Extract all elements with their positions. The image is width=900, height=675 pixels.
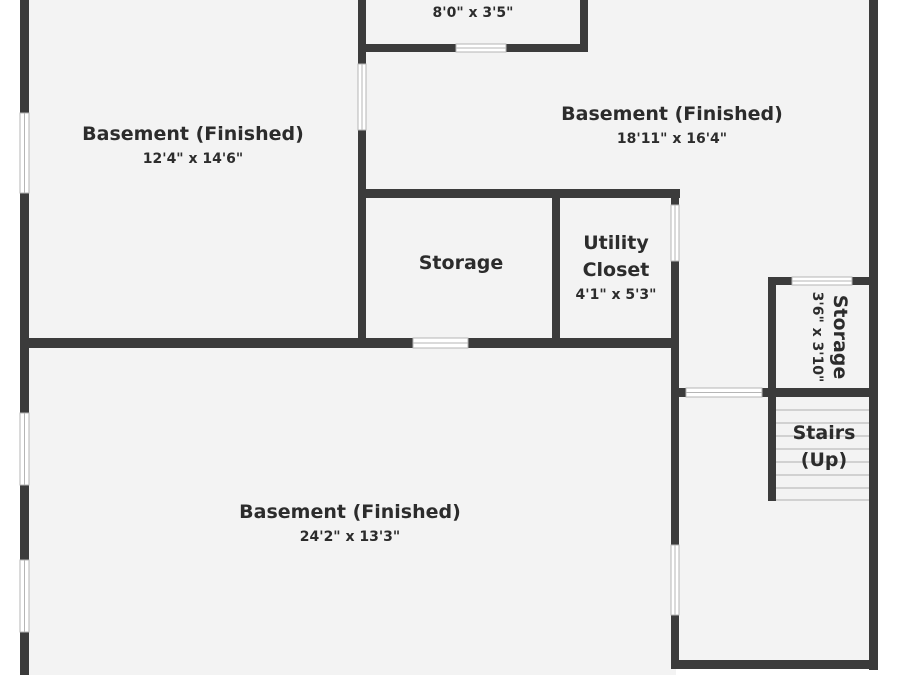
room-name-storage: Storage: [419, 252, 504, 274]
wall-utility-east: [671, 189, 679, 665]
wall-small-room-right: [580, 0, 588, 52]
window: [455, 43, 507, 53]
door-opening: [357, 63, 367, 131]
door-opening: [670, 544, 680, 616]
room-name-utility-line2: Closet: [583, 259, 650, 281]
wall-south-east: [671, 660, 878, 669]
windows: [19, 43, 853, 633]
wall-east: [869, 0, 878, 670]
wall-core-top: [358, 189, 680, 198]
floor-west-room: [24, 0, 363, 343]
room-name-south: Basement (Finished): [239, 501, 461, 523]
floor-north-room: [363, 0, 876, 193]
floor-utility-closet: [556, 193, 676, 343]
door-opening: [670, 204, 680, 262]
room-name-east-storage: Storage: [829, 295, 851, 380]
wall-small-room-left: [358, 0, 366, 50]
room-name-north: Basement (Finished): [561, 103, 783, 125]
room-dims-south: 24'2" x 13'3": [300, 529, 400, 545]
wall-east-storage-bottom: [676, 388, 878, 397]
door-opening: [685, 387, 763, 398]
window: [19, 412, 30, 486]
stairs-treads: [776, 397, 869, 501]
window: [19, 112, 30, 194]
room-dims-west: 12'4" x 14'6": [143, 151, 243, 167]
east-storage-label: Storage 3'6" x 3'10": [809, 292, 851, 383]
wall-middle-horizontal: [20, 338, 679, 348]
wall-storage-utility: [552, 189, 560, 347]
room-name-stairs-line2: (Up): [801, 449, 847, 471]
floor-south-room: [24, 343, 676, 675]
room-dims-north: 18'11" x 16'4": [617, 131, 727, 147]
door-opening: [412, 337, 469, 349]
window: [19, 559, 30, 633]
room-dims-small-top: 8'0" x 3'5": [433, 5, 514, 21]
room-name-utility-line1: Utility: [583, 232, 649, 254]
room-dims-utility: 4'1" x 5'3": [576, 287, 657, 303]
room-dims-east-storage: 3'6" x 3'10": [809, 292, 825, 383]
floor-storage: [363, 193, 556, 343]
room-name-stairs-line1: Stairs: [793, 422, 856, 444]
room-name-west: Basement (Finished): [82, 123, 304, 145]
room-labels: Basement (Finished) 12'4" x 14'6" Baseme…: [82, 5, 855, 545]
door-opening: [791, 276, 853, 286]
wall-west: [20, 0, 29, 675]
